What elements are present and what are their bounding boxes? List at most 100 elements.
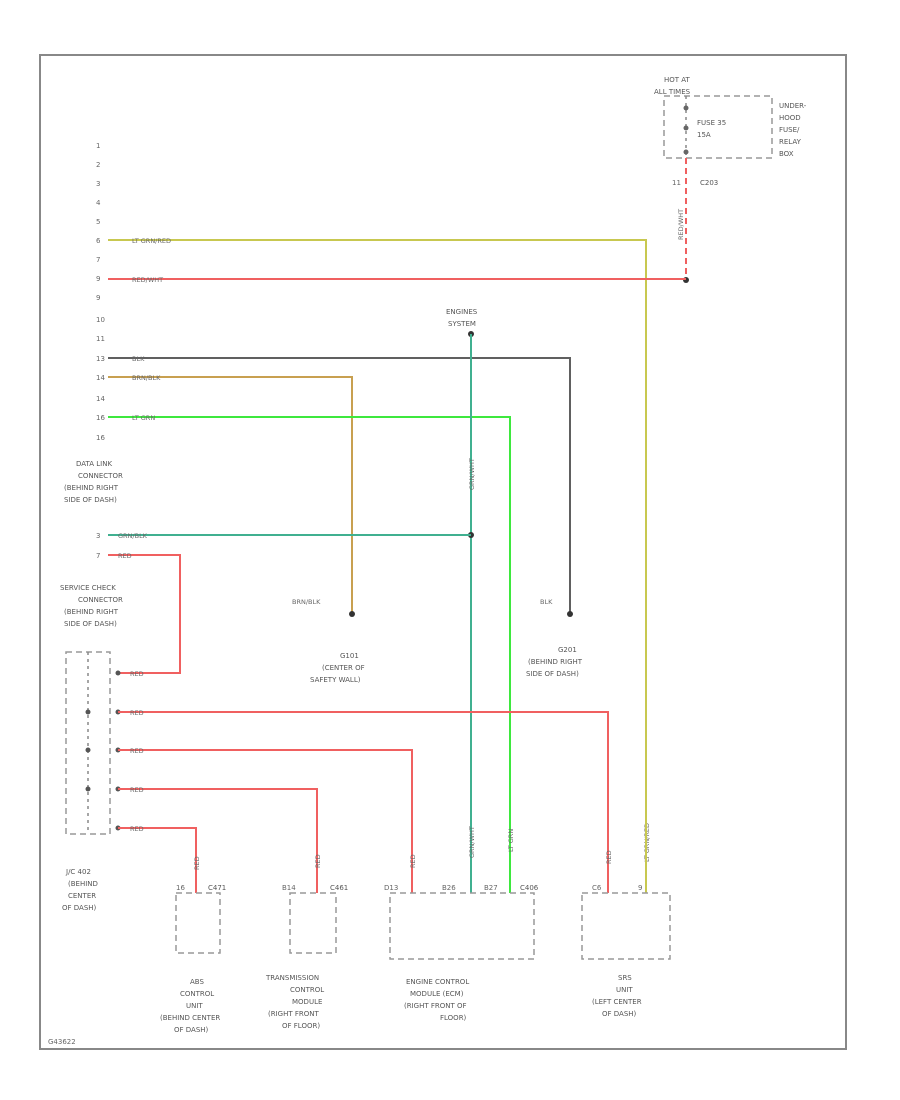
fuse-terminal [683, 105, 689, 111]
abs-name: OF DASH) [174, 1026, 209, 1034]
wire-blk [108, 357, 571, 612]
abs-name: UNIT [186, 1002, 203, 1010]
power-connector-label: C203 [700, 179, 718, 187]
g201-loc: (BEHIND RIGHT [528, 658, 583, 666]
abs-connector: C471 [208, 884, 226, 892]
red-wire-label: RED [130, 670, 144, 678]
red-wire-label: RED [130, 709, 144, 717]
ecm-connector: C406 [520, 884, 539, 892]
power-wire-label: RED/WHT [677, 209, 685, 240]
dlc-pin-13: 13 [96, 355, 105, 363]
pin-label: 14 [96, 395, 105, 403]
power-pin-label: 11 [672, 179, 681, 187]
box-label-line: UNDER- [779, 102, 807, 110]
ecm-name: ENGINE CONTROL [406, 978, 469, 986]
srs-name: SRS [618, 974, 632, 982]
g201-name: G201 [558, 646, 577, 654]
hot-label-1: HOT AT [664, 76, 691, 84]
srs-name: OF DASH) [602, 1010, 637, 1018]
box-label-line: FUSE/ [779, 126, 800, 134]
abs-name: (BEHIND CENTER [160, 1014, 220, 1022]
ecm-box [389, 892, 535, 960]
jc-label-line: CENTER [68, 892, 96, 900]
ecm-module: D13 B26 B27 C406 ENGINE CONTROL MODULE (… [384, 884, 539, 1022]
srs-pin: C6 [592, 884, 602, 892]
ecm-lt-grn-label: LT GRN [507, 829, 515, 852]
box-label-line: BOX [779, 150, 794, 158]
g201-loc: SIDE OF DASH) [526, 670, 579, 678]
abs-name: CONTROL [180, 990, 214, 998]
engines-label-1: ENGINES [446, 308, 478, 316]
ecm-name: MODULE (ECM) [410, 990, 464, 998]
fuse-box: HOT AT ALL TIMES FUSE 35 15A UNDER- HOOD… [654, 76, 807, 283]
pin-label: 9 [96, 294, 100, 302]
dlc-wires: 6 LT GRN/RED 9 RED/WHT 13 BLK 14 BRN/BLK… [96, 237, 686, 893]
dlc-pin-16: 16 [96, 414, 105, 422]
fuse-label-1: FUSE 35 [697, 119, 726, 127]
tcm-module: B14 C461 TRANSMISSION CONTROL MODULE (RI… [265, 884, 348, 1030]
abs-pin: 16 [176, 884, 185, 892]
tcm-red-label: RED [314, 854, 322, 868]
dlc-label-line: CONNECTOR [78, 472, 123, 480]
dlc-bottom-wires: 3 GRN/BLK 7 RED [96, 532, 471, 674]
vertical-wire-labels: RED RED RED GRN/WHT LT GRN RED LT GRN/RE… [193, 823, 651, 870]
dlc-pin-7: 7 [96, 552, 100, 560]
scc-label-line: CONNECTOR [78, 596, 123, 604]
pin-label: 5 [96, 218, 100, 226]
g201-wire-label: BLK [540, 598, 553, 606]
wire-red-tcm [118, 788, 318, 893]
srs-box [581, 892, 671, 960]
wire-label-lt-grn-red: LT GRN/RED [132, 237, 171, 245]
jc-label-line: (BEHIND [68, 880, 98, 888]
wire-red-abs [118, 827, 197, 893]
tcm-name: CONTROL [290, 986, 324, 994]
wire-label-blk: BLK [132, 355, 145, 363]
pin-label: 16 [96, 434, 105, 442]
pin-label: 3 [96, 180, 100, 188]
abs-red-label: RED [193, 856, 201, 870]
ground-g101: BRN/BLK G101 (CENTER OF SAFETY WALL) [292, 598, 365, 684]
tcm-name: TRANSMISSION [265, 974, 319, 982]
srs-name: UNIT [616, 986, 633, 994]
jc-label-line: J/C 402 [65, 868, 91, 876]
pin-label: 4 [96, 199, 101, 207]
dlc-label: DATA LINK CONNECTOR (BEHIND RIGHT SIDE O… [64, 460, 123, 504]
ground-g201: BLK G201 (BEHIND RIGHT SIDE OF DASH) [526, 598, 583, 678]
engines-system: ENGINES SYSTEM GRN/WHT [446, 308, 478, 893]
g101-wire-label: BRN/BLK [292, 598, 321, 606]
srs-name: (LEFT CENTER [592, 998, 642, 1006]
hot-label-2: ALL TIMES [654, 88, 691, 96]
jc-terminal [115, 670, 121, 676]
wire-label-brn-blk: BRN/BLK [132, 374, 161, 382]
wire-red-ecm [118, 749, 413, 893]
red-wire-label: RED [130, 825, 144, 833]
dlc-pin-14: 14 [96, 374, 105, 382]
g201-terminal [567, 611, 573, 617]
srs-pin: 9 [638, 884, 642, 892]
scc-label-line: (BEHIND RIGHT [64, 608, 119, 616]
wire-label-red-wht: RED/WHT [132, 276, 163, 284]
wire-red-srs [118, 711, 609, 893]
jc-red-wires: RED RED RED RED RED [118, 670, 609, 893]
fuse-terminal [683, 125, 689, 131]
fuse-box-outline [663, 95, 773, 159]
box-label-line: RELAY [779, 138, 802, 146]
scc-label-line: SERVICE CHECK [60, 584, 116, 592]
jc-label-line: OF DASH) [62, 904, 97, 912]
ecm-name: (RIGHT FRONT OF [404, 1002, 467, 1010]
footer-code: G43622 [48, 1038, 76, 1046]
wire-red-dlc [108, 554, 181, 674]
wire-label-grn-blk: GRN/BLK [118, 532, 148, 540]
ecm-pin: D13 [384, 884, 398, 892]
wire-label-red-dlc: RED [118, 552, 132, 560]
wire-lt-grn-red [108, 239, 647, 745]
g101-terminal [349, 611, 355, 617]
red-wire-label: RED [130, 786, 144, 794]
srs-module: C6 9 SRS UNIT (LEFT CENTER OF DASH) [581, 884, 671, 1018]
ecm-red-label: RED [409, 854, 417, 868]
tcm-box [289, 892, 337, 954]
abs-name: ABS [190, 978, 204, 986]
dlc-label-line: DATA LINK [76, 460, 112, 468]
dlc-pin-6: 6 [96, 237, 101, 245]
